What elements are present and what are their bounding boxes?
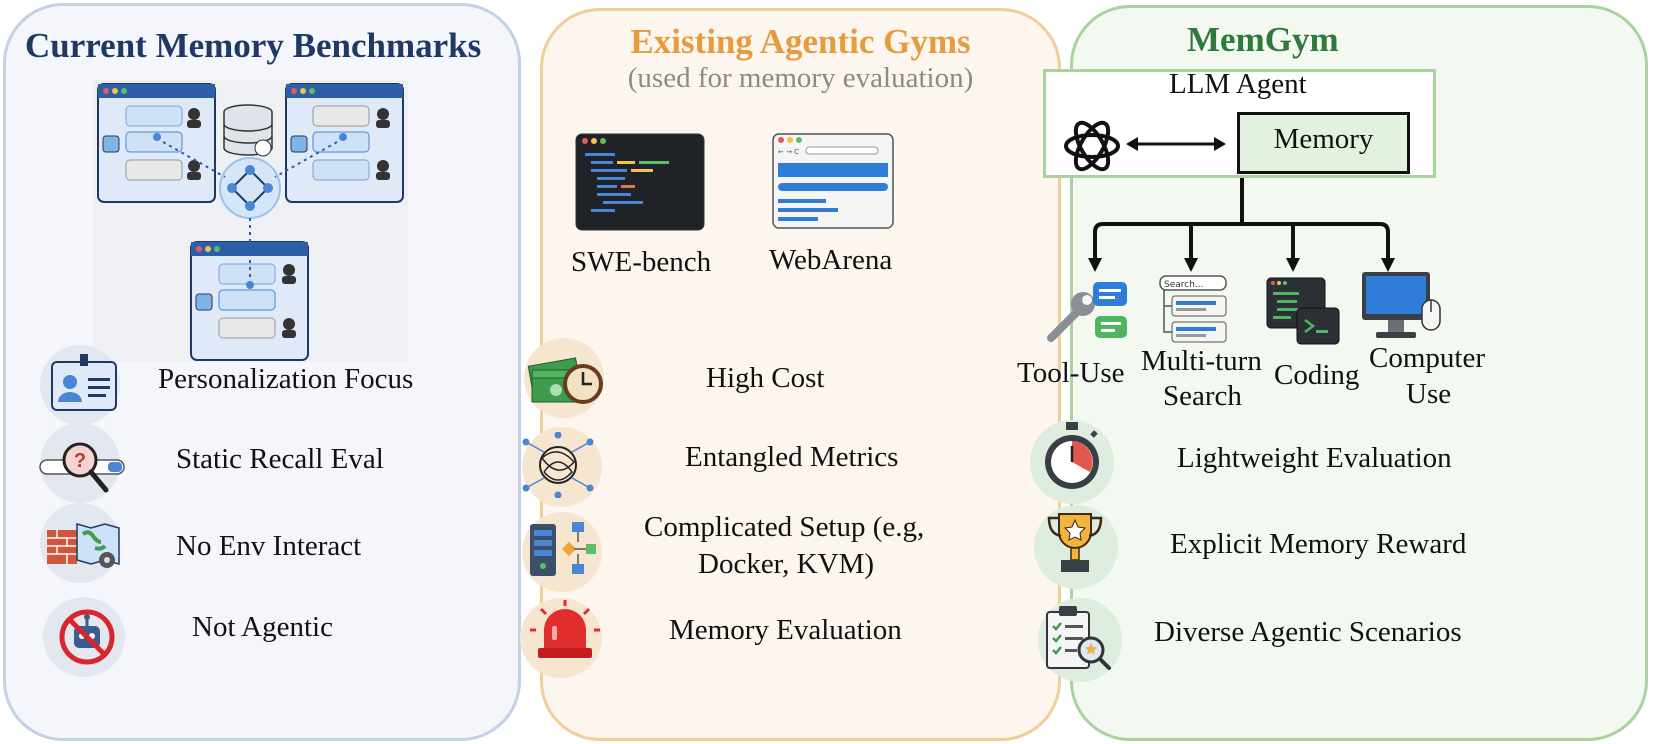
item-diverse-agentic-scenarios: Diverse Agentic Scenarios	[1154, 616, 1462, 648]
money-clock-icon	[528, 357, 603, 404]
item-lightweight-evaluation: Lightweight Evaluation	[1177, 442, 1452, 474]
item-no-env-interact: No Env Interact	[176, 530, 362, 562]
item-personalization-focus: Personalization Focus	[158, 363, 414, 395]
search-question-icon: ?	[39, 442, 125, 493]
branch-connector	[1088, 178, 1395, 272]
stopwatch-icon	[1045, 422, 1099, 489]
existing-gyms-title: Existing Agentic Gyms	[630, 22, 971, 61]
id-card-icon	[51, 354, 117, 411]
server-flow-icon	[530, 522, 596, 576]
checklist-icon	[1046, 606, 1111, 670]
item-high-cost: High Cost	[706, 362, 825, 394]
llm-agent-label: LLM Agent	[1169, 68, 1307, 100]
scenario-search: Search	[1163, 380, 1242, 412]
svg-text:← → C: ← → C	[778, 148, 799, 156]
scenario-coding: Coding	[1274, 359, 1360, 391]
existing-gyms-panel	[540, 8, 1061, 741]
tool-use-icon	[1047, 282, 1127, 342]
search-field-text: Search...	[1164, 280, 1204, 290]
coding-icon	[1266, 277, 1340, 345]
scenario-tool-use: Tool-Use	[1017, 357, 1125, 389]
item-explicit-memory-reward: Explicit Memory Reward	[1170, 528, 1467, 560]
trophy-icon	[1047, 513, 1103, 572]
chat-memory-illustration	[93, 80, 408, 362]
existing-gyms-subtitle: (used for memory evaluation)	[627, 62, 974, 94]
tangled-network-icon	[522, 432, 594, 498]
memgym-title: MemGym	[1187, 20, 1339, 59]
code-window-icon	[575, 133, 705, 231]
scenario-multi-turn: Multi-turn	[1141, 345, 1262, 377]
gym-webarena: WebArena	[769, 244, 893, 276]
memory-label: Memory	[1273, 123, 1374, 155]
memory-box	[1237, 112, 1410, 174]
computer-use-icon	[1362, 272, 1441, 338]
scenario-computer: Computer	[1369, 342, 1485, 374]
openai-logo-icon	[1064, 120, 1120, 172]
multi-turn-search-icon: Search...	[1159, 275, 1227, 343]
item-entangled-metrics: Entangled Metrics	[685, 441, 899, 473]
item-complicated-setup-line1: Complicated Setup (e.g,	[644, 511, 925, 543]
item-complicated-setup-line2: Docker, KVM)	[698, 548, 875, 580]
svg-text:?: ?	[74, 450, 86, 472]
firewall-map-icon	[47, 523, 120, 568]
browser-window-icon: ← → C	[772, 133, 894, 229]
item-static-recall-eval: Static Recall Eval	[176, 443, 384, 475]
no-robot-icon	[59, 609, 115, 665]
item-not-agentic: Not Agentic	[192, 611, 333, 643]
scenario-use: Use	[1406, 378, 1452, 410]
alarm-light-icon	[530, 600, 600, 658]
gym-swe-bench: SWE-bench	[571, 246, 712, 278]
bidirectional-arrow	[1126, 137, 1226, 151]
item-memory-evaluation: Memory Evaluation	[669, 614, 902, 646]
current-benchmarks-title: Current Memory Benchmarks	[25, 26, 482, 65]
